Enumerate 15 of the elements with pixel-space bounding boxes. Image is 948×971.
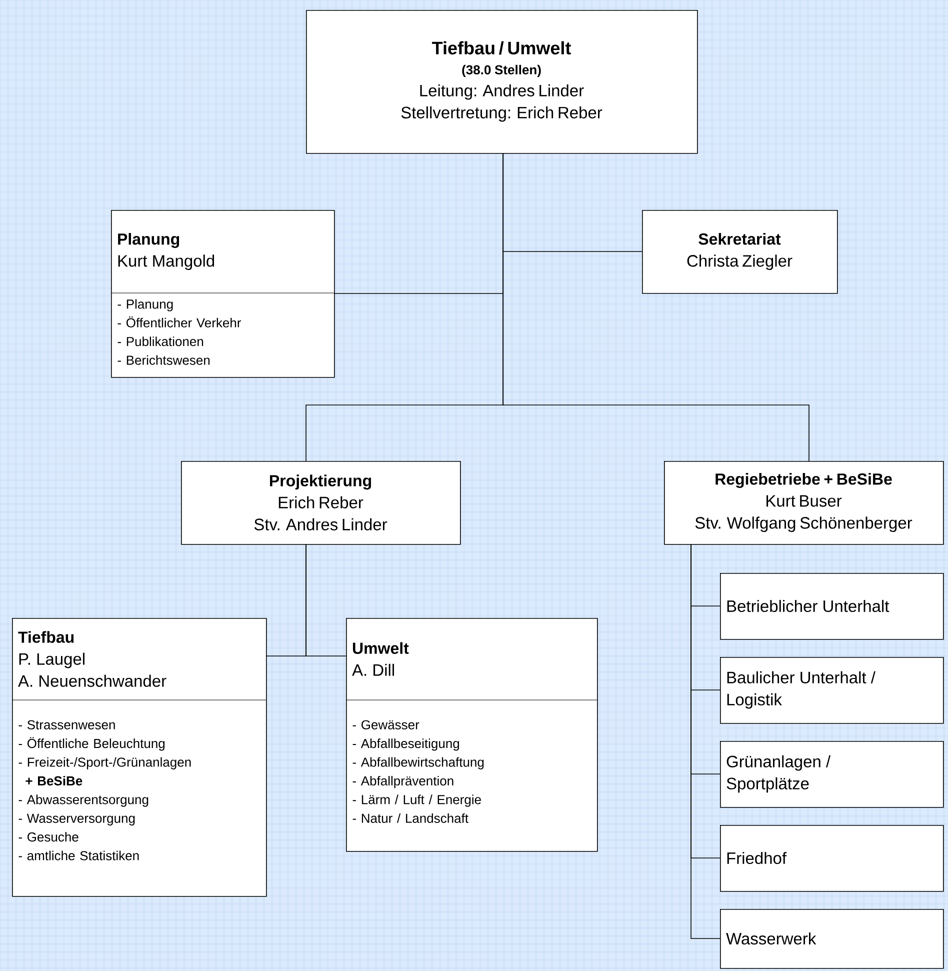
org-box: Planung Kurt Mangold - Planung - Öffentlicher Verkehr - Publikationen - Berichtswesen <box>110 210 335 378</box>
org-box: Grünanlagen / Sportplätze <box>720 741 944 808</box>
org-box: Baulicher Unterhalt / Logistik <box>720 657 944 724</box>
org-box: Wasserwerk <box>720 909 944 969</box>
org-box: Umwelt A. Dill - Gewässer - Abfallbeseitigung - Abfallbewirtschaftung - Abfallprävention - Lärm / Luft / Energie - Natur / Landschaft <box>346 618 598 852</box>
org-box: Betrieblicher Unterhalt <box>720 573 944 640</box>
connector-line <box>306 544 346 656</box>
org-box: Tiefbau P. Laugel A. Neuenschwander - Strassenwesen - Öffentliche Beleuchtung - Freizeit-/Sport-/Grünanlagen + BeSiBe - Abwasserentsorgung - Wasserversorgung - Gesuche - amtliche Statistiken <box>12 618 267 897</box>
connector-line <box>690 544 720 939</box>
org-box: Tiefbau / Umwelt (38.0 Stellen) Leitung: Andres Linder Stellvertretung: Erich Reber <box>306 10 698 154</box>
org-box: Regiebetriebe + BeSiBe Kurt Buser Stv. Wolfgang Schönenberger <box>664 461 944 545</box>
org-box: Friedhof <box>720 825 944 892</box>
connector-line <box>502 152 810 462</box>
org-box: Projektierung Erich Reber Stv. Andres Linder <box>181 461 461 545</box>
org-box: Sekretariat Christa Ziegler <box>642 210 838 294</box>
